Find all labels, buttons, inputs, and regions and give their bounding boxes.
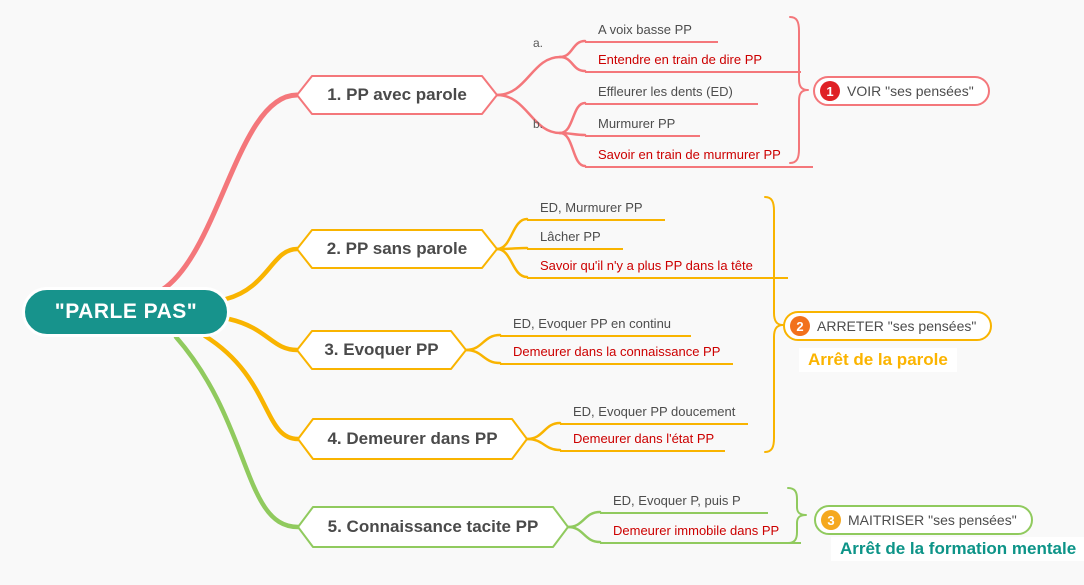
numbered-badge-1-icon: 1	[820, 81, 840, 101]
leaf-effleurer-les-dents[interactable]: Effleurer les dents (ED)	[585, 84, 758, 105]
summary-maitriser[interactable]: 3 MAITRISER "ses pensées"	[814, 505, 1033, 535]
leaf-demeurer-immobile-dans-pp[interactable]: Demeurer immobile dans PP	[600, 523, 801, 544]
topic-hexagon-2	[296, 229, 498, 269]
leaf-savoir-plus-pp-dans-la-tete[interactable]: Savoir qu'il n'y a plus PP dans la tête	[527, 258, 788, 279]
wire-root-branch2	[223, 246, 300, 302]
group-label-b[interactable]: b.	[533, 117, 544, 131]
summary-voir[interactable]: 1 VOIR "ses pensées"	[813, 76, 990, 106]
leaf-ed-evoquer-p-puis-p[interactable]: ED, Evoquer P, puis P	[600, 493, 768, 514]
topic-2-pp-sans-parole[interactable]: 2. PP sans parole	[297, 230, 497, 268]
summary-label: MAITRISER "ses pensées"	[848, 512, 1017, 528]
callout-arret-de-la-parole[interactable]: Arrêt de la parole	[799, 348, 957, 372]
leaf-ed-murmurer-pp[interactable]: ED, Murmurer PP	[527, 200, 665, 221]
leaf-murmurer-pp[interactable]: Murmurer PP	[585, 116, 700, 137]
topic-label: 3. Evoquer PP	[324, 340, 439, 359]
brace-arreter	[764, 196, 784, 453]
wire-root-branch1	[159, 92, 300, 293]
root-topic[interactable]: "PARLE PAS"	[22, 287, 230, 337]
wire-branch5-forks	[566, 510, 602, 544]
summary-arreter[interactable]: 2 ARRETER "ses pensées"	[783, 311, 993, 341]
leaf-ed-evoquer-pp-en-continu[interactable]: ED, Evoquer PP en continu	[500, 316, 691, 337]
callout-arret-de-la-formation-mentale[interactable]: Arrêt de la formation mentale	[831, 537, 1084, 561]
summary-label: ARRETER "ses pensées"	[817, 318, 977, 334]
topic-1-pp-avec-parole[interactable]: 1. PP avec parole	[297, 76, 497, 114]
wire-root-branch3	[226, 316, 300, 353]
wire-root-branch5	[173, 334, 301, 530]
topic-label: 4. Demeurer dans PP	[327, 429, 498, 448]
leaf-demeurer-dans-la-connaissance-pp[interactable]: Demeurer dans la connaissance PP	[500, 344, 733, 365]
numbered-badge-2-icon: 2	[790, 316, 810, 336]
wire-root-branch4	[202, 333, 301, 442]
group-label-a[interactable]: a.	[533, 36, 544, 50]
topic-4-demeurer-dans-pp[interactable]: 4. Demeurer dans PP	[298, 419, 527, 459]
brace-maitriser	[787, 487, 807, 544]
topic-5-connaissance-tacite-pp[interactable]: 5. Connaissance tacite PP	[298, 507, 568, 547]
wire-branch2-forks	[495, 217, 529, 279]
leaf-ed-evoquer-pp-doucement[interactable]: ED, Evoquer PP doucement	[560, 404, 748, 425]
topic-hexagon-1	[296, 75, 498, 115]
summary-label: VOIR "ses pensées"	[847, 83, 974, 99]
topic-3-evoquer-pp[interactable]: 3. Evoquer PP	[297, 331, 466, 369]
topic-hexagon-5	[297, 506, 569, 548]
topic-hexagon-3	[296, 330, 467, 370]
brace-voir	[789, 16, 809, 164]
numbered-badge-3-icon: 3	[821, 510, 841, 530]
wire-branch4-forks	[525, 421, 562, 452]
topic-hexagon-4	[297, 418, 528, 460]
leaf-entendre-en-train-de-dire-pp[interactable]: Entendre en train de dire PP	[585, 52, 801, 73]
root-topic-label: "PARLE PAS"	[54, 300, 198, 323]
wire-branch3-forks	[464, 333, 502, 365]
topic-label: 5. Connaissance tacite PP	[327, 517, 539, 536]
leaf-a-voix-basse-pp[interactable]: A voix basse PP	[585, 22, 718, 43]
leaf-lacher-pp[interactable]: Lâcher PP	[527, 229, 623, 250]
topic-label: 1. PP avec parole	[327, 85, 467, 104]
wire-branch1-forks	[495, 39, 587, 168]
leaf-demeurer-dans-letat-pp[interactable]: Demeurer dans l'état PP	[560, 431, 725, 452]
topic-label: 2. PP sans parole	[326, 239, 468, 258]
leaf-savoir-en-train-de-murmurer-pp[interactable]: Savoir en train de murmurer PP	[585, 147, 813, 168]
